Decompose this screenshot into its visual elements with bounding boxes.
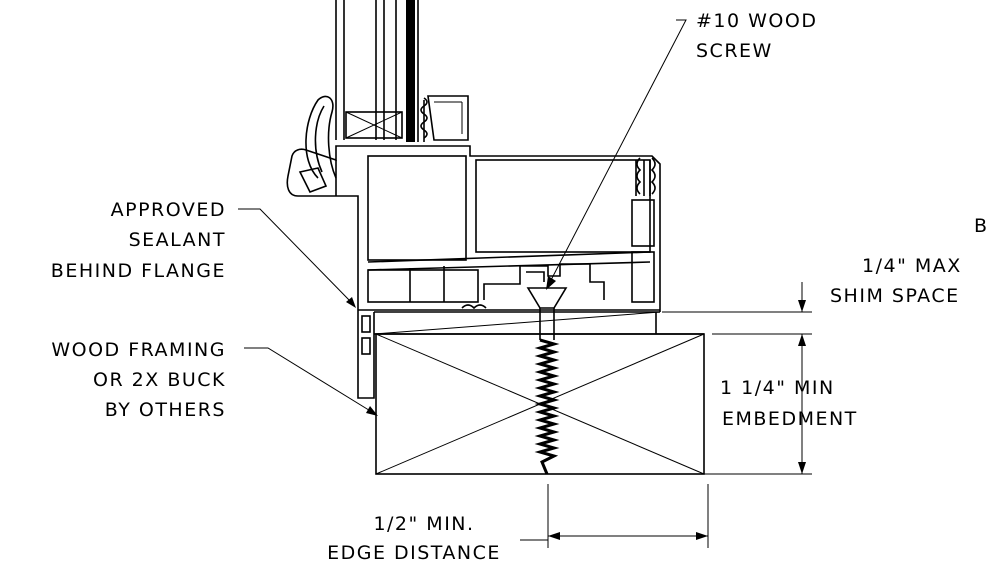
edge-distance-dimension-label: 1/2" MIN. EDGE DISTANCE bbox=[327, 513, 501, 564]
screw-callout: #10 WOOD SCREW bbox=[696, 10, 817, 62]
shim-dimension-label: 1/4" MAX SHIM SPACE bbox=[830, 255, 962, 307]
sealant-callout: APPROVED SEALANT BEHIND FLANGE bbox=[51, 199, 226, 282]
dimension-lines bbox=[520, 282, 812, 548]
edge-label-line1: 1/2" MIN. bbox=[373, 513, 474, 535]
leader-lines bbox=[238, 19, 687, 416]
sealant-label-line1: APPROVED bbox=[111, 199, 226, 221]
sealant-label-line3: BEHIND FLANGE bbox=[51, 260, 226, 282]
sealant-label-line2: SEALANT bbox=[129, 229, 226, 251]
embedment-dimension-label: 1 1/4" MIN EMBEDMENT bbox=[720, 377, 858, 430]
edge-label-line2: EDGE DISTANCE bbox=[327, 542, 501, 564]
embed-label-line2: EMBEDMENT bbox=[722, 408, 858, 430]
framing-label-line1: WOOD FRAMING bbox=[51, 339, 226, 361]
framing-callout: WOOD FRAMING OR 2X BUCK BY OTHERS bbox=[51, 339, 226, 421]
wood-screw bbox=[526, 287, 568, 475]
screw-label-line1: #10 WOOD bbox=[696, 10, 817, 32]
section-letter: B bbox=[974, 215, 989, 237]
shim-space bbox=[373, 311, 704, 335]
framing-label-line2: OR 2X BUCK bbox=[93, 369, 226, 391]
embed-label-line1: 1 1/4" MIN bbox=[720, 377, 835, 399]
shim-label-line2: SHIM SPACE bbox=[830, 285, 960, 307]
window-frame-extrusion bbox=[286, 145, 661, 399]
shim-label-line1: 1/4" MAX bbox=[862, 255, 962, 277]
glazing-unit bbox=[305, 0, 469, 179]
framing-label-line3: BY OTHERS bbox=[105, 399, 226, 421]
screw-label-line2: SCREW bbox=[696, 40, 773, 62]
